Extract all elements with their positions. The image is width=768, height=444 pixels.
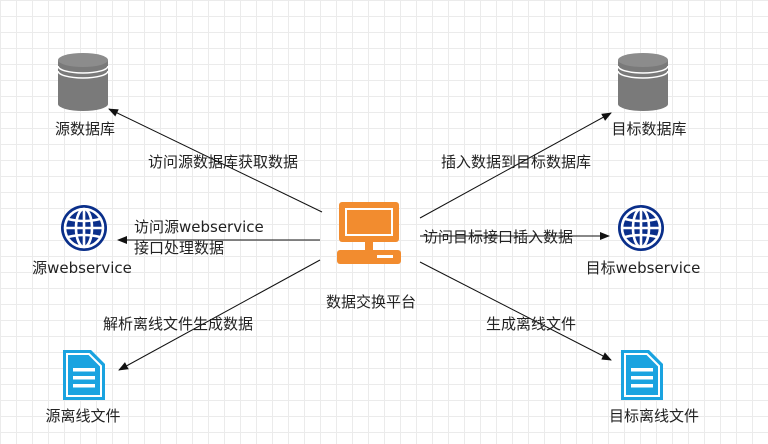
edge-label-source-ws-1: 访问源webservice: [134, 218, 264, 236]
edge-label-target-db: 插入数据到目标数据库: [441, 153, 592, 171]
source-ws-label: 源webservice: [32, 259, 132, 277]
edge-to-target-file[interactable]: [419, 261, 612, 361]
source-file-label: 源离线文件: [45, 407, 121, 425]
edge-label-target-file: 生成离线文件: [486, 315, 577, 333]
edge-label-source-ws-2: 接口处理数据: [134, 239, 225, 257]
edge-label-target-ws: 访问目标接口插入数据: [423, 228, 574, 246]
target-db-label: 目标数据库: [611, 120, 687, 138]
edge-to-target-db[interactable]: [419, 112, 612, 219]
platform-label: 数据交换平台: [325, 293, 417, 311]
edge-to-source-db[interactable]: [108, 108, 323, 213]
database-icon[interactable]: [57, 53, 109, 111]
edge-label-source-file: 解析离线文件生成数据: [103, 315, 254, 333]
edge-label-source-db: 访问源数据库获取数据: [148, 153, 299, 171]
target-ws-label: 目标webservice: [585, 259, 701, 277]
database-icon[interactable]: [617, 53, 669, 111]
computer-icon[interactable]: [337, 202, 401, 264]
source-db-label: 源数据库: [54, 120, 116, 138]
document-icon[interactable]: [621, 350, 663, 400]
target-file-label: 目标离线文件: [608, 407, 700, 425]
edge-to-source-file[interactable]: [118, 259, 321, 371]
document-icon[interactable]: [63, 350, 105, 400]
globe-icon[interactable]: [618, 205, 664, 251]
globe-icon[interactable]: [61, 205, 107, 251]
